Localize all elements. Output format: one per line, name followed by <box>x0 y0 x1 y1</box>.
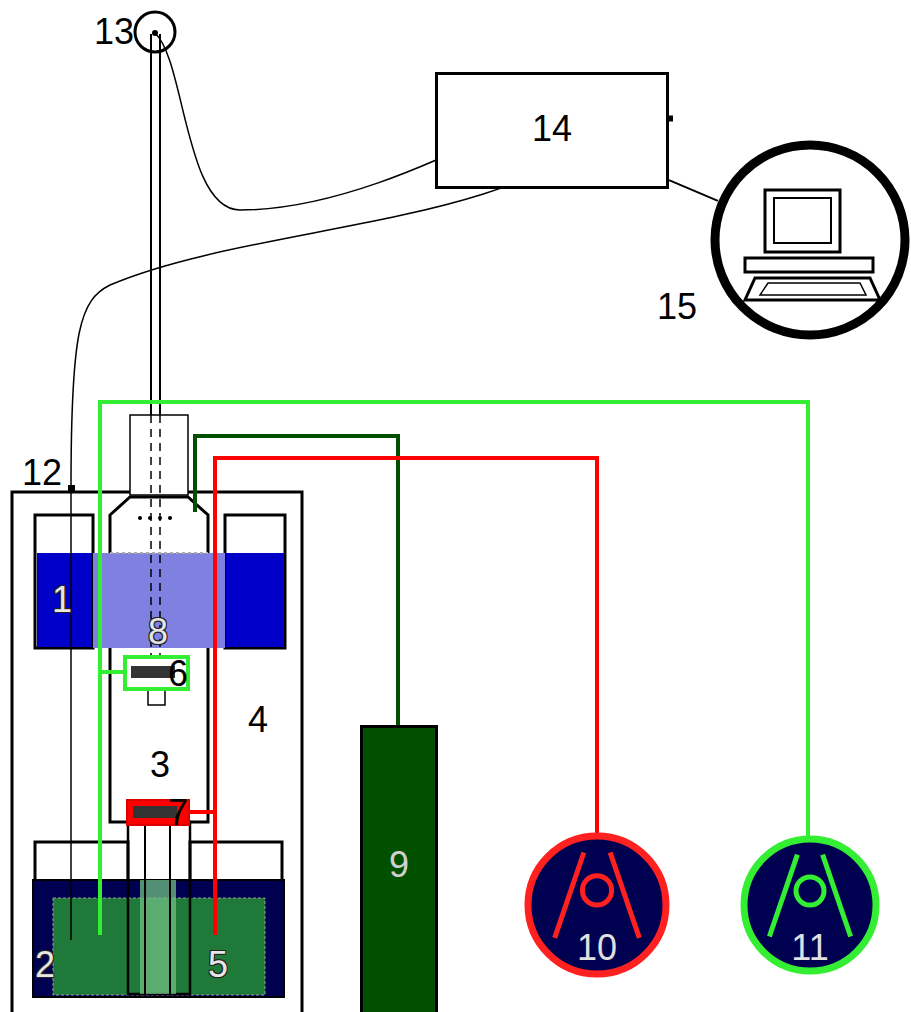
callout-number: 15 <box>657 289 697 325</box>
callout-number: 13 <box>94 14 134 50</box>
node-outline <box>710 140 910 340</box>
callout-number: 9 <box>389 847 409 883</box>
callout-number: 8 <box>148 614 168 650</box>
callout-number: 3 <box>150 747 170 783</box>
callout-number: 7 <box>168 795 188 831</box>
callout-number: 11 <box>791 930 828 966</box>
callout-number: 4 <box>248 702 268 738</box>
computer-circle: 15 <box>710 140 910 340</box>
callout-number: 6 <box>168 656 188 692</box>
pump-circle: 10 <box>524 832 670 978</box>
callout-number: 10 <box>577 930 617 966</box>
callout-number: 14 <box>532 111 572 147</box>
gas-cylinder: 9 <box>360 725 438 1012</box>
callout-number: 12 <box>22 455 62 491</box>
data-cable <box>669 180 718 201</box>
callout-number: 1 <box>52 582 72 618</box>
data-logger-box: 14 <box>435 72 669 189</box>
callout-number: 2 <box>35 947 55 983</box>
pump-circle: 11 <box>740 835 880 975</box>
callout-number: 5 <box>208 947 228 983</box>
